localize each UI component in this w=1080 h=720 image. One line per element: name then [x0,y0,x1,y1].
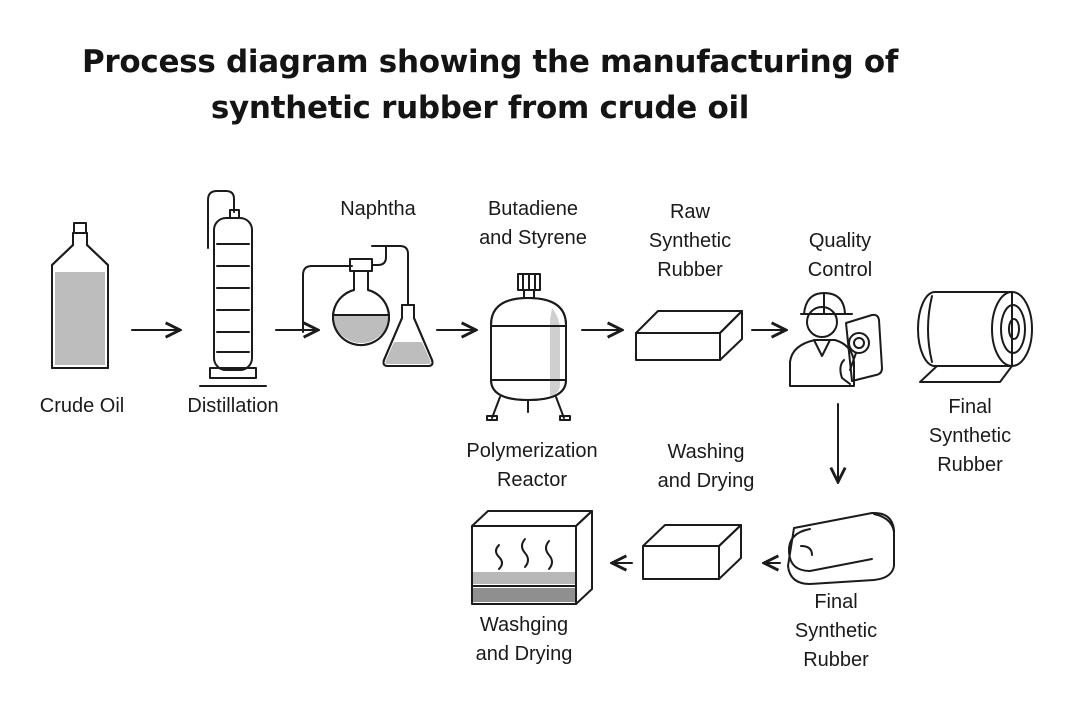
rubber-block-icon [642,524,742,580]
label-polymerization-reactor: Polymerization Reactor [466,440,598,491]
label-washging-drying-bottom: Washging and Drying [475,614,573,665]
label-washing-drying-top: Washing and Drying [657,441,755,492]
label-final-synthetic-rubber-bottom: Final Synthetic Rubber [794,591,878,671]
diagram-title-line-1: Process diagram showing the manufacturin… [81,44,899,80]
label-raw-synthetic-rubber: Raw Synthetic Rubber [648,201,732,281]
distillation-column-icon [199,190,267,387]
label-butadiene-styrene: Butadiene and Styrene [479,198,587,249]
rubber-roll-icon [917,291,1033,383]
diagram-title-line-2: synthetic rubber from crude oil [210,90,750,126]
reactor-tank-icon [486,273,571,421]
label-distillation: Distillation [187,395,279,417]
drying-tank-icon [471,510,593,605]
label-naphtha: Naphtha [340,198,416,220]
label-quality-control: Quality Control [807,230,873,281]
rubber-block-icon [635,310,743,361]
bottle-icon [51,222,109,369]
flask-apparatus-icon [302,245,434,367]
label-crude-oil: Crude Oil [39,395,125,417]
rubber-bale-icon [787,511,895,585]
label-final-synthetic-rubber-top: Final Synthetic Rubber [928,396,1012,476]
inspector-icon [789,292,883,387]
